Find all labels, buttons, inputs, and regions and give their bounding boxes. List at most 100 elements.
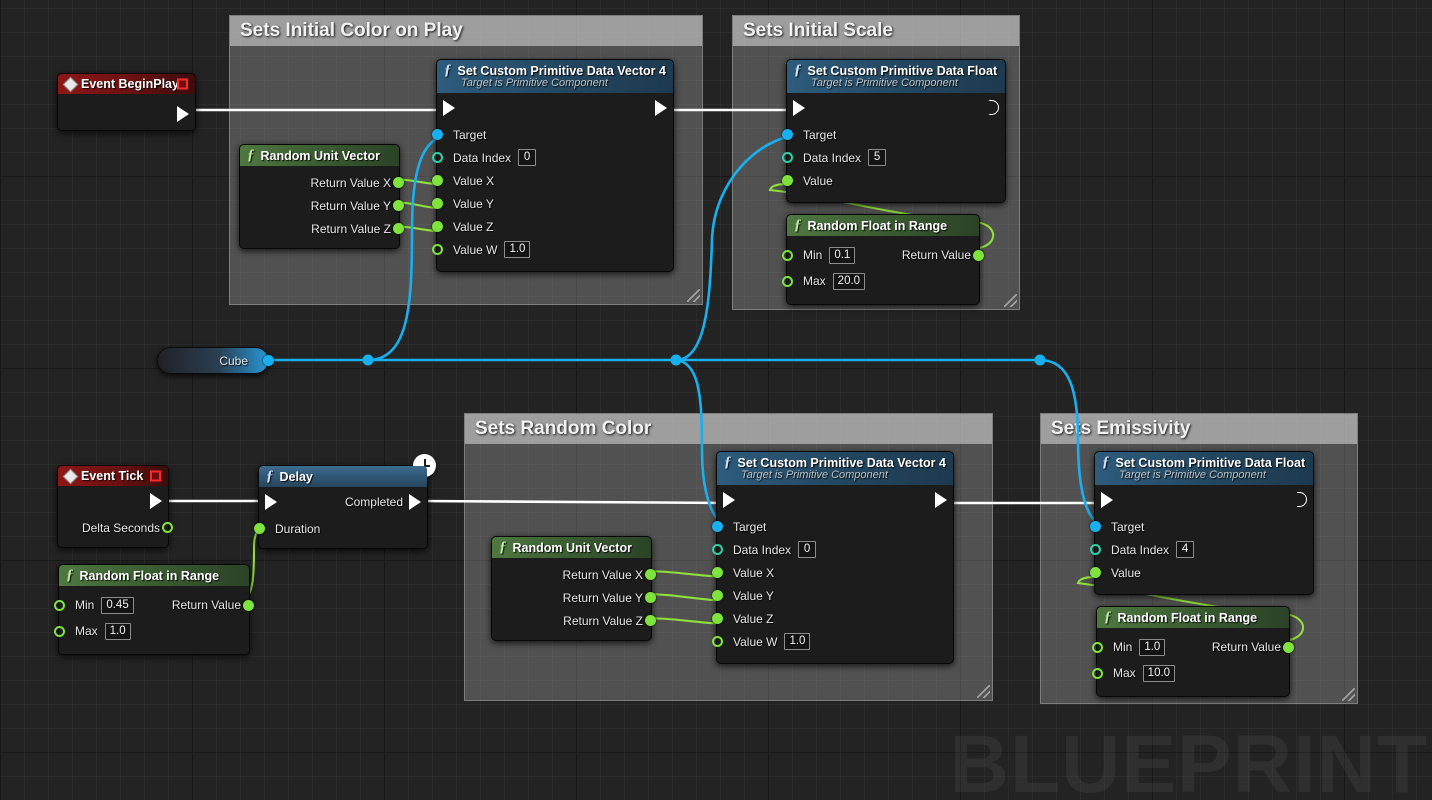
input-pin-float[interactable] <box>432 198 443 209</box>
node-random-float-in-range-delay[interactable]: ƒ Random Float in Range Min 0.45 Return … <box>54 564 254 655</box>
pin-row-value-y[interactable]: Value Y <box>432 192 673 215</box>
event-stop-icon[interactable] <box>177 78 188 90</box>
max-value-field[interactable]: 10.0 <box>1142 664 1176 682</box>
input-pin-int[interactable] <box>1090 544 1101 555</box>
exec-out-pin[interactable] <box>655 100 667 116</box>
exec-out-pin[interactable] <box>409 494 421 510</box>
exec-row[interactable] <box>1095 485 1313 515</box>
pin-row-value-x[interactable]: Value X <box>712 561 953 584</box>
max-value-field[interactable]: 20.0 <box>832 272 866 290</box>
data-index-value-field[interactable]: 0 <box>798 541 817 558</box>
pin-row-return-value-y[interactable]: Return Value Y <box>492 586 656 609</box>
pin-row-data-index[interactable]: Data Index 4 <box>1090 538 1313 561</box>
node-random-unit-vector-bottom[interactable]: ƒ Random Unit Vector Return Value X Retu… <box>491 536 656 641</box>
input-pin-float[interactable] <box>782 249 793 261</box>
exec-out-pin[interactable] <box>150 493 162 509</box>
min-value-field[interactable]: 0.1 <box>829 246 856 264</box>
pin-row-target[interactable]: Target <box>432 123 673 146</box>
resize-grip-icon[interactable] <box>687 289 700 302</box>
pin-row-duration[interactable]: Duration <box>254 517 427 540</box>
resize-grip-icon[interactable] <box>1004 294 1017 307</box>
input-pin-object[interactable] <box>712 521 723 532</box>
exec-out-pin[interactable] <box>935 492 947 508</box>
pin-row-value-w[interactable]: Value W 1.0 <box>712 630 953 653</box>
node-random-float-in-range-emissive[interactable]: ƒ Random Float in Range Min 1.0 Return V… <box>1092 606 1294 697</box>
exec-output-row[interactable] <box>58 486 168 516</box>
node-set-custom-primitive-data-vector4-top[interactable]: ƒ Set Custom Primitive Data Vector 4 Tar… <box>432 59 674 272</box>
exec-in-pin[interactable] <box>723 492 735 508</box>
node-event-tick[interactable]: Event Tick Delta Seconds <box>57 465 173 548</box>
max-value-field[interactable]: 1.0 <box>104 622 131 640</box>
input-pin-float[interactable] <box>54 599 65 611</box>
exec-row[interactable]: Completed <box>259 487 427 517</box>
pin-row-max[interactable]: Max 1.0 <box>54 618 249 644</box>
node-set-custom-primitive-data-vector4-bottom[interactable]: ƒ Set Custom Primitive Data Vector 4 Tar… <box>712 451 954 664</box>
data-index-value-field[interactable]: 4 <box>1176 541 1195 558</box>
exec-row[interactable] <box>437 93 673 123</box>
input-pin-float[interactable] <box>54 625 65 637</box>
output-pin-float[interactable] <box>645 592 656 603</box>
output-pin-float[interactable] <box>1283 642 1294 653</box>
output-pin-float[interactable] <box>393 177 404 188</box>
pin-row-delta-seconds[interactable]: Delta Seconds <box>58 516 173 539</box>
input-pin-float[interactable] <box>432 175 443 186</box>
pin-row-max[interactable]: Max 20.0 <box>782 268 979 294</box>
node-set-custom-primitive-data-float-emissive[interactable]: ƒ Set Custom Primitive Data Float Target… <box>1090 451 1314 595</box>
pin-row-return-value-x[interactable]: Return Value X <box>492 563 656 586</box>
exec-in-pin[interactable] <box>793 100 805 116</box>
resize-grip-icon[interactable] <box>1342 688 1355 701</box>
pin-row-value-z[interactable]: Value Z <box>432 215 673 238</box>
pin-row-data-index[interactable]: Data Index 0 <box>432 146 673 169</box>
pin-row-data-index[interactable]: Data Index 0 <box>712 538 953 561</box>
output-pin-object[interactable] <box>263 355 274 366</box>
exec-row[interactable] <box>717 485 953 515</box>
pin-row-value-w[interactable]: Value W 1.0 <box>432 238 673 261</box>
input-pin-float[interactable] <box>782 175 793 186</box>
value-w-field[interactable]: 1.0 <box>504 241 531 258</box>
input-pin-float[interactable] <box>1092 667 1103 679</box>
output-pin-float[interactable] <box>162 522 173 533</box>
resize-grip-icon[interactable] <box>977 685 990 698</box>
output-pin-float[interactable] <box>243 600 254 611</box>
data-index-value-field[interactable]: 0 <box>518 149 537 166</box>
pin-row-target[interactable]: Target <box>1090 515 1313 538</box>
pin-row-return-value-x[interactable]: Return Value X <box>240 171 404 194</box>
value-w-field[interactable]: 1.0 <box>784 633 811 650</box>
exec-out-pin[interactable] <box>177 106 189 122</box>
input-pin-int[interactable] <box>432 152 443 163</box>
node-event-begin-play[interactable]: Event BeginPlay <box>57 73 196 131</box>
pin-row-max[interactable]: Max 10.0 <box>1092 660 1289 686</box>
pin-row-data-index[interactable]: Data Index 5 <box>782 146 1005 169</box>
output-pin-float[interactable] <box>393 200 404 211</box>
exec-in-pin[interactable] <box>443 100 455 116</box>
min-value-field[interactable]: 1.0 <box>1139 638 1166 656</box>
min-value-field[interactable]: 0.45 <box>101 596 134 614</box>
pin-row-value-z[interactable]: Value Z <box>712 607 953 630</box>
pin-row-target[interactable]: Target <box>782 123 1005 146</box>
exec-in-pin[interactable] <box>1101 492 1113 508</box>
output-pin-float[interactable] <box>645 615 656 626</box>
output-pin-float[interactable] <box>973 250 984 261</box>
input-pin-float[interactable] <box>712 567 723 578</box>
input-pin-float[interactable] <box>782 275 793 287</box>
exec-out-pin[interactable] <box>989 100 999 115</box>
node-set-custom-primitive-data-float-scale[interactable]: ƒ Set Custom Primitive Data Float Target… <box>782 59 1006 203</box>
pin-row-min[interactable]: Min 0.1 Return Value <box>782 242 984 268</box>
pin-row-return-value-y[interactable]: Return Value Y <box>240 194 404 217</box>
input-pin-float[interactable] <box>1092 641 1103 653</box>
node-random-float-in-range-scale[interactable]: ƒ Random Float in Range Min 0.1 Return V… <box>782 214 984 305</box>
pin-row-return-value-z[interactable]: Return Value Z <box>492 609 656 632</box>
input-pin-object[interactable] <box>782 129 793 140</box>
pin-row-value[interactable]: Value <box>782 169 1005 192</box>
exec-row[interactable] <box>787 93 1005 123</box>
input-pin-float[interactable] <box>712 590 723 601</box>
input-pin-int[interactable] <box>782 152 793 163</box>
exec-output-row[interactable] <box>58 94 195 130</box>
pin-row-value-y[interactable]: Value Y <box>712 584 953 607</box>
event-stop-icon[interactable] <box>150 470 161 482</box>
input-pin-float[interactable] <box>1090 567 1101 578</box>
input-pin-float[interactable] <box>432 221 443 232</box>
pin-row-value-x[interactable]: Value X <box>432 169 673 192</box>
node-random-unit-vector-top[interactable]: ƒ Random Unit Vector Return Value X Retu… <box>239 144 404 249</box>
